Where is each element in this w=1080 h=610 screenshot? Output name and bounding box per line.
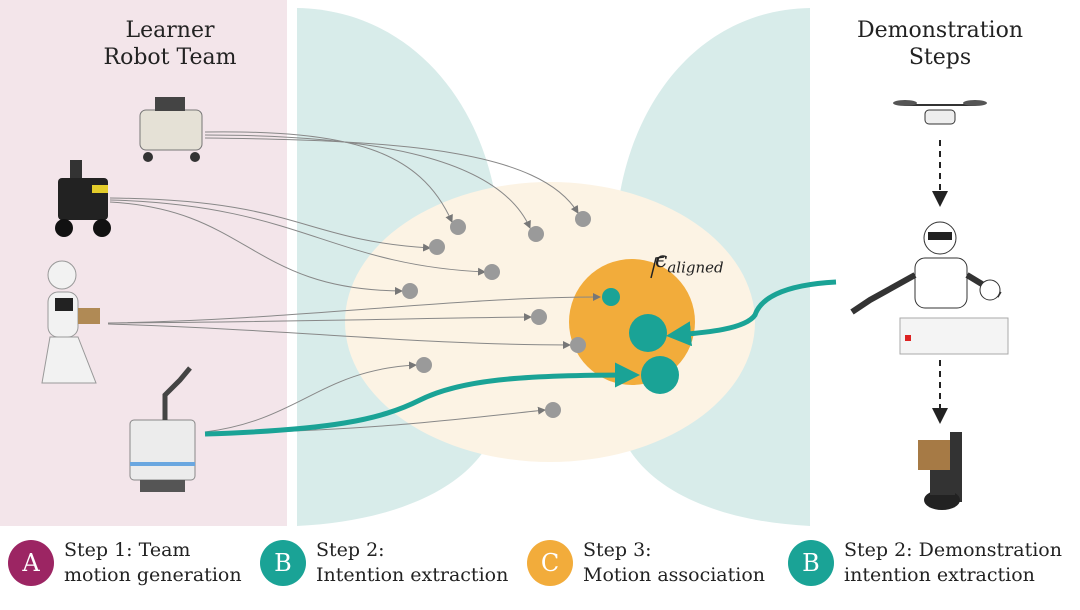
drone-icon [893, 100, 987, 125]
legend-step3: C Step 3: Motion association [527, 538, 765, 588]
legend-step2: B Step 2: Intention extraction [260, 538, 508, 588]
aligned-label: ϵaligned [655, 248, 724, 276]
robot-rover-icon [55, 160, 111, 237]
epsilon-subscript: aligned [667, 258, 724, 277]
demo-title-line1: Demonstration [857, 18, 1023, 43]
legend-line2: Motion association [583, 564, 766, 586]
badge-b: B [260, 540, 306, 586]
learner-title-line1: Learner [125, 18, 215, 43]
demo-title: Demonstration Steps [820, 17, 1060, 71]
gray-arrows [107, 131, 601, 435]
robot-mobile-manipulator-icon [129, 366, 196, 492]
epsilon-symbol: ϵ [655, 248, 668, 273]
legend-line1: Step 3: [583, 539, 652, 561]
demo-title-line2: Steps [908, 45, 972, 70]
aligned-region [569, 259, 695, 385]
legend-line1: Step 2: [316, 539, 385, 561]
aligned-points [602, 288, 679, 394]
humanoid-robot-icon [850, 221, 1009, 355]
robot-turtlebot-icon [139, 97, 203, 162]
legend-line2: Intention extraction [316, 564, 509, 586]
box-gripper-robot-icon [918, 432, 962, 510]
aligned-label-leader [650, 256, 665, 279]
teal-arrow-demo [666, 279, 837, 347]
robot-pepper-icon [41, 260, 100, 384]
legend-line1: Step 1: Team [64, 539, 191, 561]
gray-intention-points [402, 211, 591, 418]
learner-title: Learner Robot Team [70, 17, 270, 71]
legend-step1: A Step 1: Team motion generation [8, 538, 242, 588]
legend-line2: motion generation [64, 564, 242, 586]
badge-a: A [8, 540, 54, 586]
legend-step2-demo: B Step 2: Demonstration intention extract… [788, 538, 1062, 588]
legend-line1: Step 2: Demonstration [844, 539, 1062, 561]
badge-c: C [527, 540, 573, 586]
badge-b-demo: B [788, 540, 834, 586]
teal-arrow-learner [204, 362, 640, 437]
legend-line2: intention extraction [844, 564, 1035, 586]
learner-title-line2: Robot Team [103, 45, 237, 70]
